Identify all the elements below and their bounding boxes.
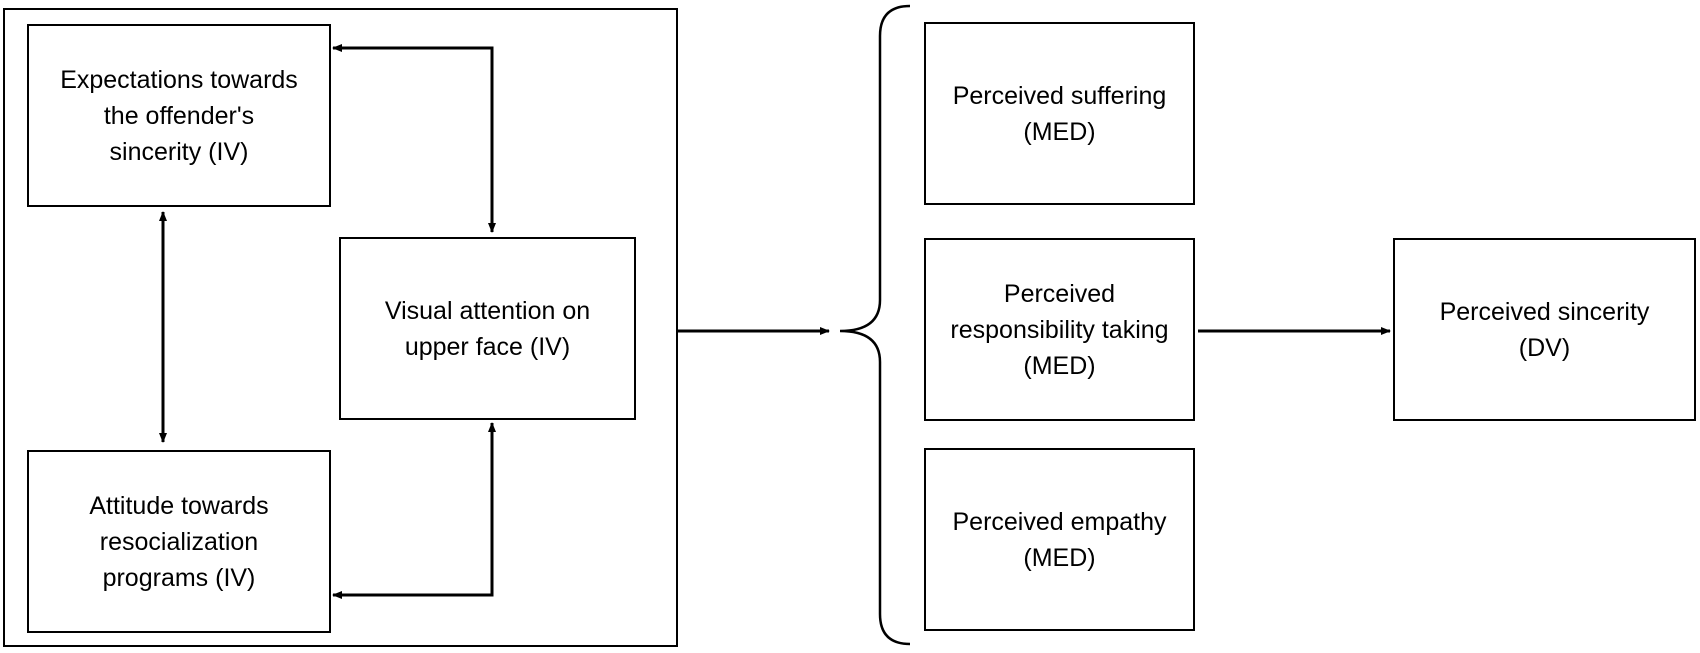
visual-attention-box: Visual attention on upper face (IV) [339, 237, 636, 420]
iv-group-frame [3, 8, 678, 647]
sincerity-box: Perceived sincerity (DV) [1393, 238, 1696, 421]
responsibility-label: Perceived responsibility taking (MED) [950, 279, 1169, 380]
attitude-label: Attitude towards resocialization program… [89, 491, 269, 592]
arrow-expectations-visual-attention [332, 44, 496, 233]
empathy-box: Perceived empathy (MED) [924, 448, 1195, 631]
sincerity-label: Perceived sincerity (DV) [1439, 297, 1650, 362]
responsibility-box: Perceived responsibility taking (MED) [924, 238, 1195, 421]
arrow-attitude-visual-attention [332, 422, 496, 599]
visual-attention-label: Visual attention on upper face (IV) [384, 296, 591, 361]
mediators-curly-brace [839, 4, 911, 646]
suffering-box: Perceived suffering (MED) [924, 22, 1195, 205]
expectations-label: Expectations towards the offender's sinc… [60, 65, 298, 166]
expectations-box: Expectations towards the offender's sinc… [27, 24, 331, 207]
suffering-label: Perceived suffering (MED) [952, 81, 1167, 146]
attitude-box: Attitude towards resocialization program… [27, 450, 331, 633]
empathy-label: Perceived empathy (MED) [952, 507, 1167, 572]
